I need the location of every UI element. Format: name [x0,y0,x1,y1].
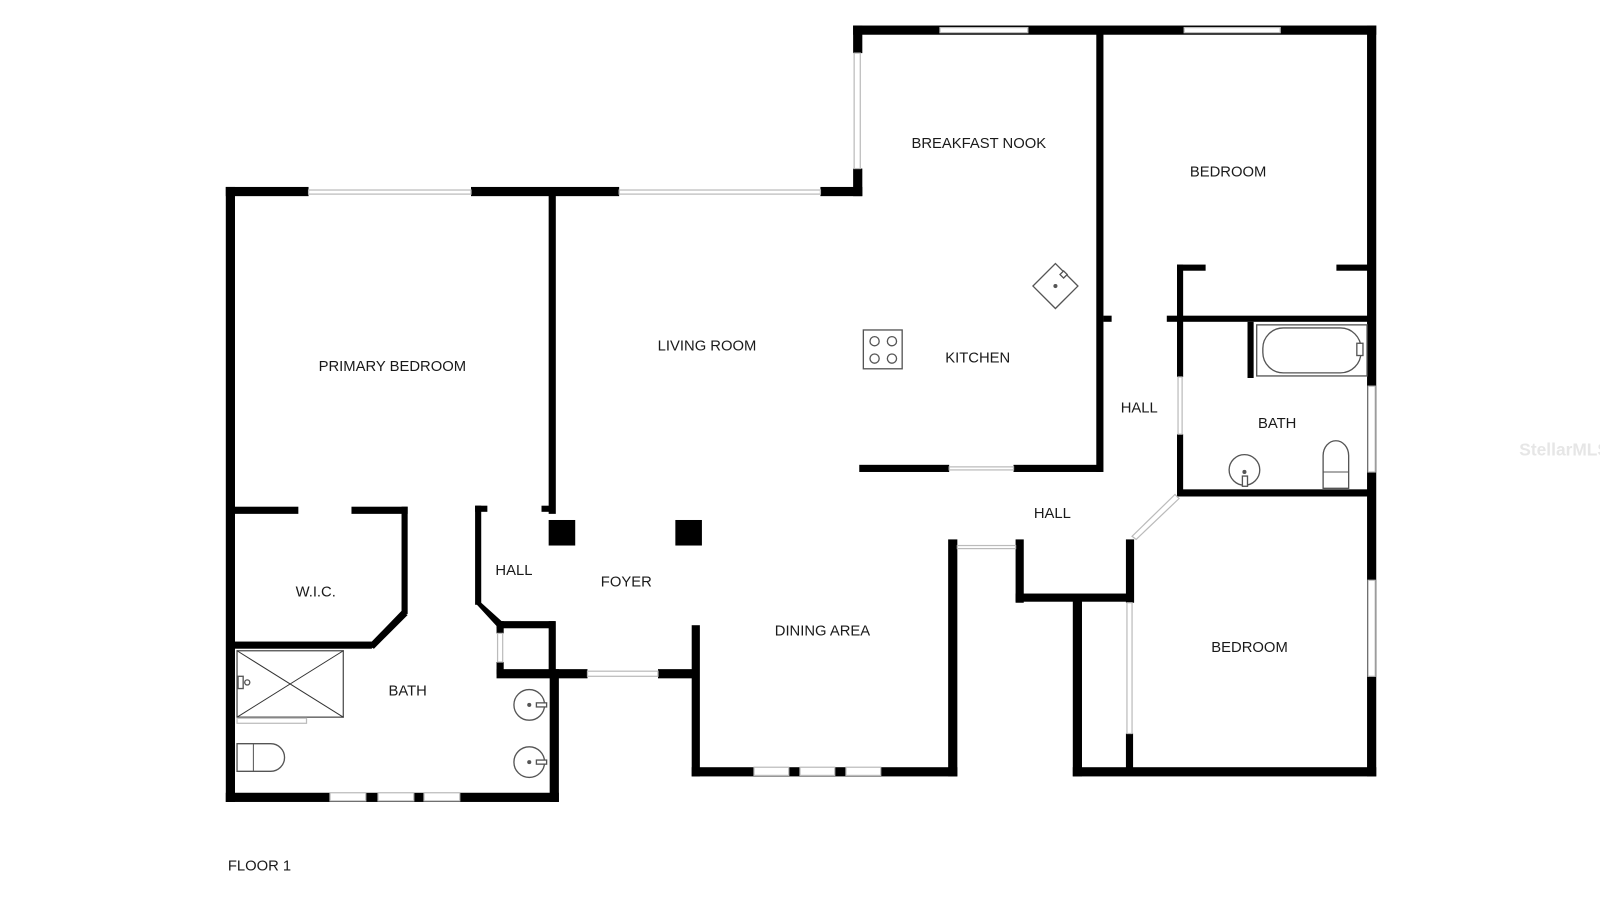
stove-icon [862,329,903,370]
room-label-breakfast-nook: BREAKFAST NOOK [911,136,1046,152]
fixtures [236,262,1368,779]
sink-icon [513,746,548,779]
room-label-hall: HALL [1034,506,1071,522]
shower-icon [236,650,344,724]
room-label-living-room: LIVING ROOM [658,338,757,354]
bathtub-icon [1256,324,1368,377]
room-label-dining-area: DINING AREA [775,623,871,639]
watermark: StellarMLS [1519,440,1600,460]
room-label-bedroom: BEDROOM [1211,640,1287,656]
room-label-kitchen: KITCHEN [945,351,1010,367]
room-label-hall: HALL [495,563,532,579]
windows [307,26,1376,802]
toilet-icon [1322,440,1350,489]
kitchen-sink-icon [1032,262,1079,310]
room-labels: BREAKFAST NOOK BEDROOM PRIMARY BEDROOM L… [228,136,1600,874]
room-label-primary-bedroom: PRIMARY BEDROOM [319,359,466,375]
floor-label: FLOOR 1 [228,858,291,874]
room-label-bath: BATH [1258,416,1296,432]
sink-icon [1228,453,1261,487]
sink-icon [513,688,548,721]
room-label-bedroom: BEDROOM [1190,165,1266,181]
toilet-icon [236,743,286,772]
room-label-bath: BATH [388,684,426,700]
room-label-hall: HALL [1121,401,1158,417]
room-label-wic: W.I.C. [296,585,336,601]
room-label-foyer: FOYER [601,574,652,590]
